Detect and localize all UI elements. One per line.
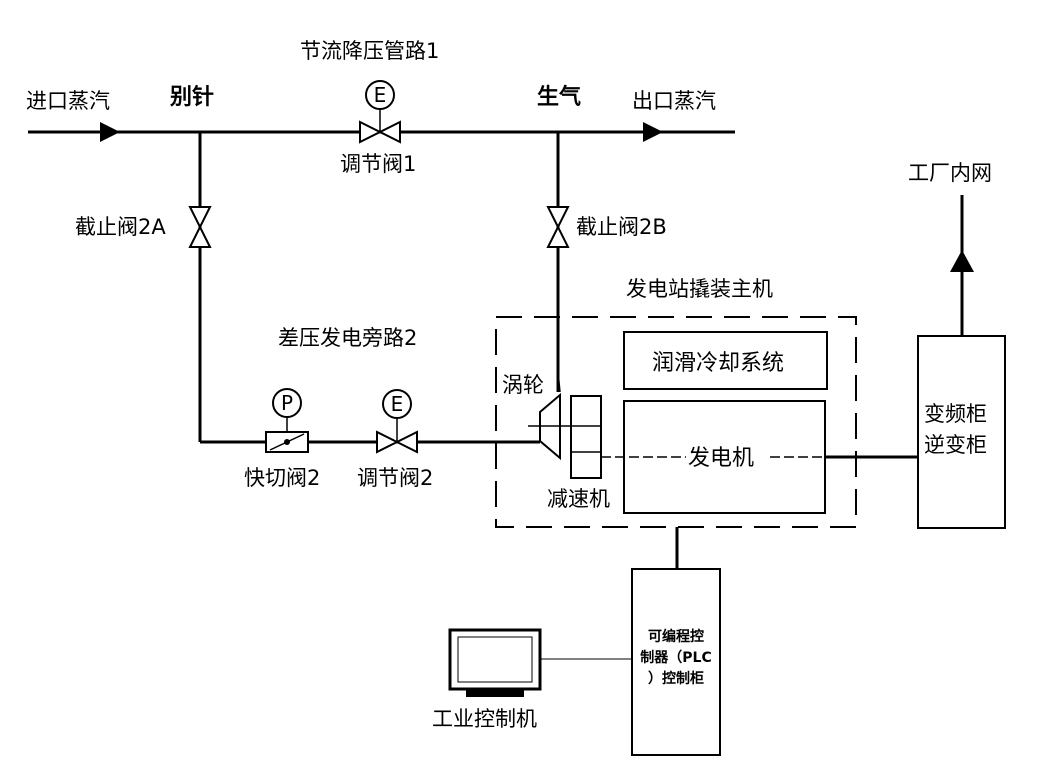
stop-valve-2b: [546, 206, 570, 248]
electric-actuator-icon: [365, 80, 395, 110]
fast-cut-valve-label: 快切阀2: [244, 466, 320, 490]
factory-grid-label: 工厂内网: [908, 161, 992, 185]
stop-valve-2b-label: 截止阀2B: [576, 215, 667, 239]
lube-cooling-box: [623, 331, 828, 390]
control-valve-2-label: 调节阀2: [357, 466, 433, 490]
plc-label-line2: 制器（PLC: [640, 649, 711, 666]
stop-valve-2a-label: 截止阀2A: [75, 215, 166, 239]
generator-label: 发电机: [688, 446, 754, 471]
inlet-steam-label: 进口蒸汽: [26, 89, 110, 113]
actuator-letter-e1: E: [374, 83, 387, 107]
skid-title-label: 发电站撬装主机: [626, 277, 773, 301]
turbine-label: 涡轮: [502, 373, 544, 397]
outlet-arrow: [643, 122, 663, 142]
throttle-path-label: 节流降压管路1: [300, 39, 439, 63]
actuator-letter-e2: E: [391, 392, 404, 416]
inverter-label-line2: 逆变柜: [924, 433, 987, 457]
control-valve-1-label: 调节阀1: [340, 152, 416, 176]
reducer-label: 减速机: [547, 487, 610, 511]
fast-cut-valve-2: P: [265, 388, 309, 453]
ipc-label: 工业控制机: [432, 707, 537, 731]
branch-point-label: 别针: [169, 84, 214, 110]
inverter-label-line1: 变频柜: [924, 402, 987, 426]
pressure-actuator-icon: [272, 388, 302, 418]
plc-label-line1: 可编程控: [648, 628, 704, 645]
plc-cabinet: [631, 568, 721, 756]
plc-label-line3: ）控制柜: [648, 670, 704, 687]
actuator-letter-p: P: [281, 391, 293, 415]
outlet-steam-label: 出口蒸汽: [632, 89, 716, 113]
inlet-arrow: [100, 122, 120, 142]
inverter-cabinet: [917, 335, 1006, 529]
skid-unit-boundary: [495, 316, 857, 528]
control-valve-2: E: [376, 389, 418, 454]
stop-valve-2a: [188, 206, 212, 248]
raw-steam-label: 生气: [537, 84, 581, 110]
electric-actuator-icon: [382, 389, 412, 419]
reducer-box: [570, 395, 602, 479]
lube-cooling-label: 润滑冷却系统: [652, 351, 784, 376]
industrial-pc-icon: [448, 628, 542, 697]
bypass-path-label: 差压发电旁路2: [278, 326, 417, 350]
control-valve-1: E: [359, 80, 401, 144]
grid-arrow: [950, 250, 974, 272]
